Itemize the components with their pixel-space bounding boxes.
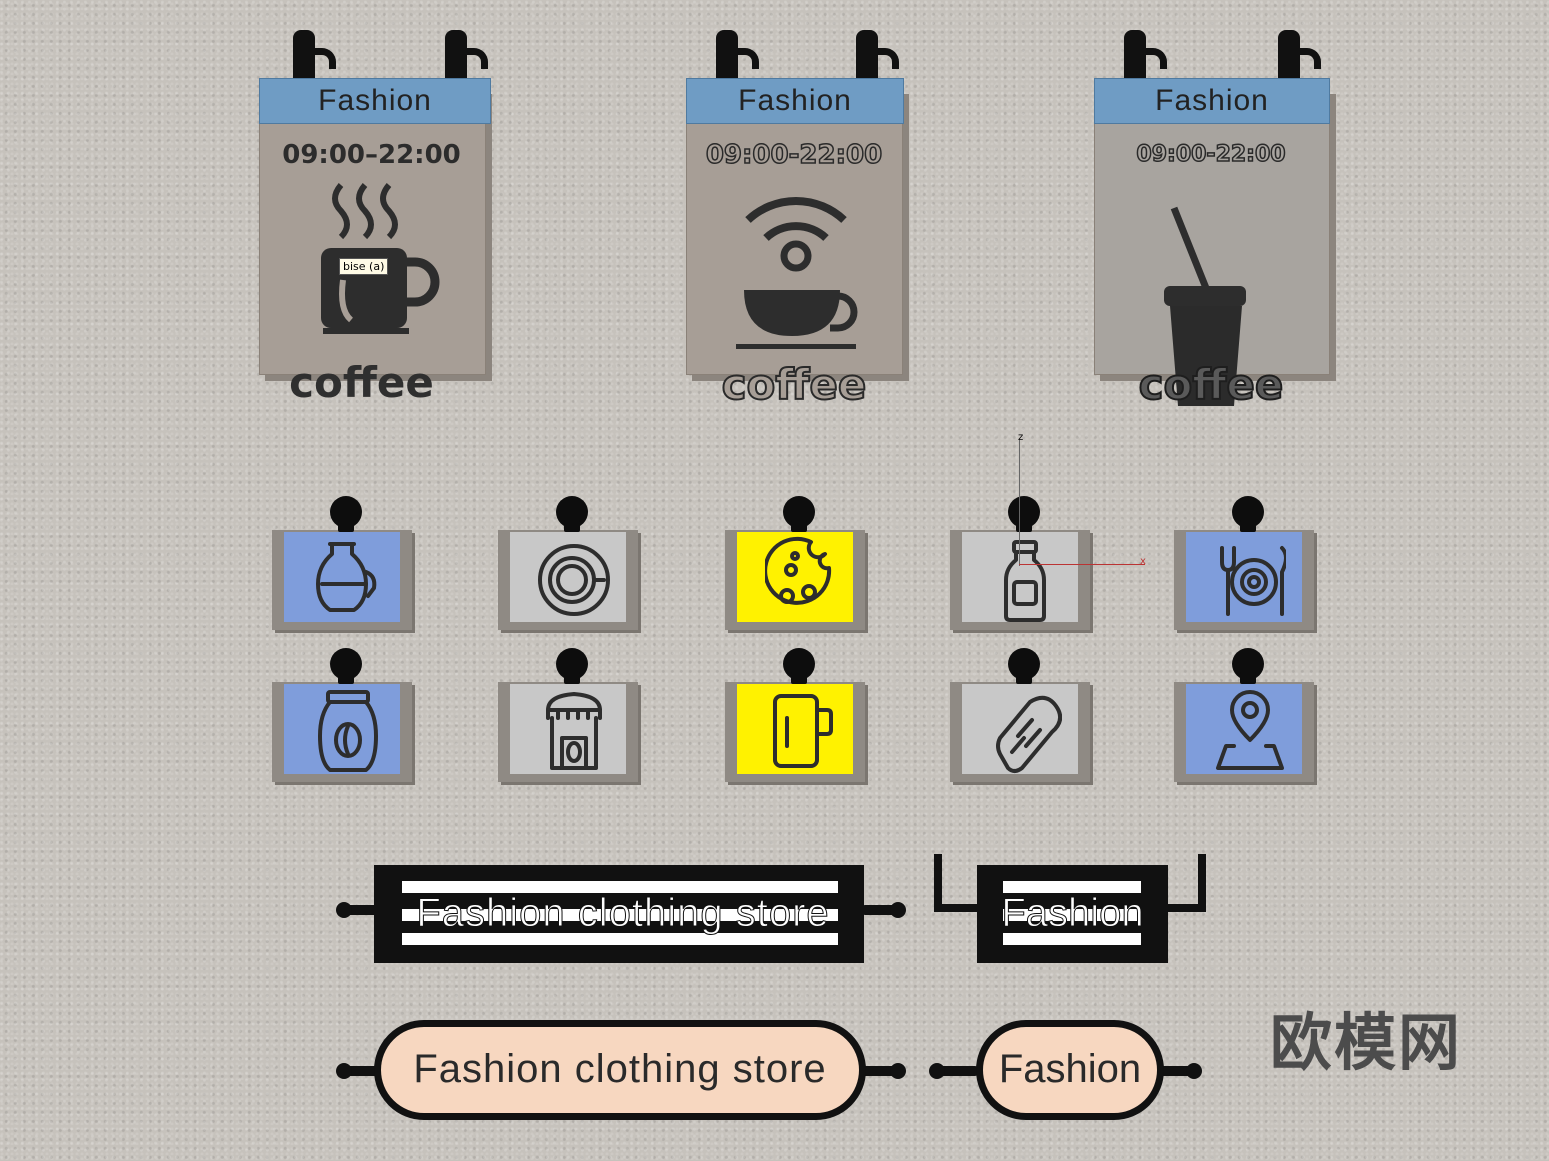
cafe-shop-icon (546, 692, 602, 770)
tile-face (284, 532, 400, 622)
tooltip: bise (a) (339, 258, 389, 275)
sign-word: coffee (289, 358, 434, 407)
icon-tile (950, 496, 1090, 630)
hanging-sign-1: Fashion 09:00–22:00 bise (a) coffee (259, 30, 491, 407)
hanging-pin (330, 648, 362, 684)
pill2-rod-left (932, 1066, 980, 1076)
striped-sign-long-text: Fashion clothing store (416, 891, 830, 936)
takeaway-cup-icon (1164, 206, 1246, 406)
map-pin-icon (1216, 690, 1284, 770)
hanging-sign-3: Fashion 09:00-22:00 coffee (1094, 30, 1330, 410)
icon-tile (1174, 648, 1314, 782)
sign-hours: 09:00-22:00 (1136, 141, 1287, 168)
icon-tile (498, 496, 638, 630)
sign-word: coffee (1138, 359, 1285, 410)
striped-sign-short-text: Fashion (1001, 891, 1144, 936)
wifi-cup-icon (736, 196, 858, 349)
tile-face (962, 532, 1078, 622)
hook-left (716, 30, 759, 82)
pill-knob-left (336, 1063, 352, 1079)
icon-tile (272, 496, 412, 630)
tile-face (284, 684, 400, 774)
knob-right (890, 902, 906, 918)
pill-sign-short: Fashion (976, 1020, 1164, 1120)
axis-z-line (1019, 440, 1020, 566)
hook-right (856, 30, 899, 82)
striped-sign-short: Fashion (977, 865, 1168, 963)
sign-title: Fashion (259, 78, 491, 124)
mug-icon (773, 694, 833, 768)
pill-sign-short-text: Fashion (998, 1047, 1142, 1091)
hanging-pin (330, 496, 362, 532)
bracket-right (1198, 854, 1206, 912)
rod-left (340, 905, 380, 915)
icon-tile (950, 648, 1090, 782)
icon-tile (1174, 496, 1314, 630)
pill2-knob-right (1186, 1063, 1202, 1079)
cookie-icon (765, 536, 832, 605)
tile-face (1186, 684, 1302, 774)
hook-left (293, 30, 336, 82)
sign-hours: 09:00–22:00 (282, 140, 461, 170)
tile-face (962, 684, 1078, 774)
rod-right (860, 905, 900, 915)
hanging-pin (783, 648, 815, 684)
watermark-logo: 欧模网 (1270, 1006, 1463, 1079)
hook-right (1278, 30, 1321, 82)
tile-face (737, 532, 853, 622)
sign-hours: 09:00-22:00 (705, 139, 883, 171)
icon-tile (725, 648, 865, 782)
icon-tile (725, 496, 865, 630)
coffee-pot-icon (316, 542, 377, 612)
pill2-knob-left (929, 1063, 945, 1079)
bracket-left-arm (934, 904, 982, 912)
bracket-left (934, 854, 942, 912)
hook-left (1124, 30, 1167, 82)
hanging-sign-2: Fashion 09:00-22:00 coffee (686, 30, 916, 410)
pill2-rod-right (1156, 1066, 1200, 1076)
pill-sign-long: Fashion clothing store (374, 1020, 866, 1120)
pill-rod-left (340, 1066, 384, 1076)
sign-word: coffee (721, 359, 868, 410)
axis-x-label: x (1140, 556, 1146, 567)
hanging-pin (556, 648, 588, 684)
coffee-bag-icon (318, 690, 378, 772)
tile-face (510, 684, 626, 774)
hanging-pin (1232, 496, 1264, 532)
pill-rod-right (856, 1066, 902, 1076)
axis-x-line (1019, 564, 1145, 565)
tile-face (1186, 532, 1302, 622)
pill-knob-right (890, 1063, 906, 1079)
tile-face (510, 532, 626, 622)
tile-face (737, 684, 853, 774)
axis-z-label: z (1018, 432, 1024, 443)
bracket-right-arm (1164, 904, 1206, 912)
cutlery-plate-icon (1220, 546, 1286, 616)
toast-icon (996, 695, 1062, 773)
hanging-pin (1232, 648, 1264, 684)
hanging-pin (556, 496, 588, 532)
cup-top-view-icon (538, 544, 610, 616)
icon-tile (498, 648, 638, 782)
hanging-pin (783, 496, 815, 532)
sign-title: Fashion (686, 78, 904, 124)
hanging-pin (1008, 648, 1040, 684)
hook-right (445, 30, 488, 82)
sign-title: Fashion (1094, 78, 1330, 124)
icon-tile (272, 648, 412, 782)
knob-left (336, 902, 352, 918)
hanging-pin (1008, 496, 1040, 532)
pill-sign-long-text: Fashion clothing store (413, 1047, 827, 1091)
bottle-icon (1004, 540, 1046, 622)
striped-sign-long: Fashion clothing store (374, 865, 864, 963)
